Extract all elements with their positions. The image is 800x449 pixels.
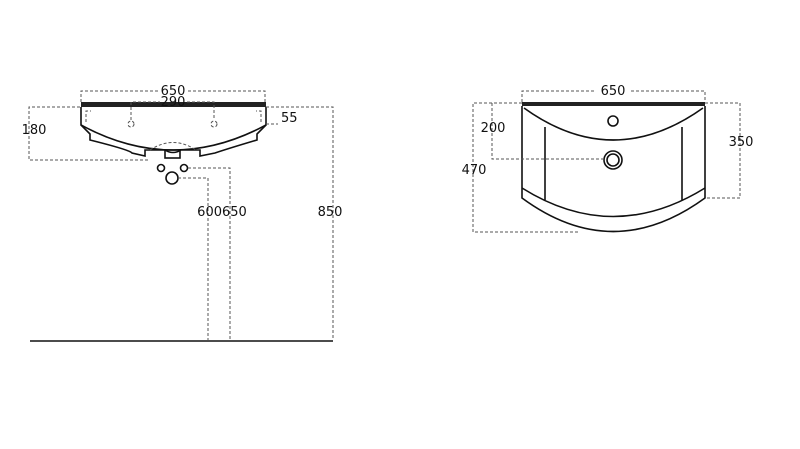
pipe-height-dimensions <box>178 167 231 340</box>
water-pipe-right-icon <box>179 163 189 173</box>
width-dimension <box>80 90 266 102</box>
drain-icon <box>603 150 623 170</box>
top-width-label: 650 <box>601 84 626 99</box>
mount-brackets <box>85 110 262 122</box>
tap-hole-icon <box>607 115 619 127</box>
front-view: 650 290 180 55 600650 850 <box>22 84 343 342</box>
basin-top-outline <box>521 106 706 233</box>
depth-dimension <box>472 102 580 233</box>
basin-front-outline <box>80 107 267 158</box>
water-pipe-left-icon <box>156 163 166 173</box>
rim-label: 55 <box>281 111 298 126</box>
drain-inner-ring <box>606 153 620 167</box>
height-dimension <box>28 106 150 161</box>
top-width-dimension <box>521 90 706 102</box>
tap-spacing-label: 290 <box>161 95 186 110</box>
drain-pipe-icon <box>165 171 179 185</box>
height-label: 180 <box>22 123 47 138</box>
install-height-dimension <box>266 106 334 340</box>
tap-spacing-dimension <box>130 101 215 120</box>
drain-depth-dimension <box>491 102 605 160</box>
bowl-side-lines <box>544 127 683 200</box>
front-rim-curve <box>521 187 706 218</box>
pipe-heights-label: 600650 <box>197 205 247 220</box>
side-depth-label: 350 <box>729 135 754 150</box>
front-width-label: 650 <box>161 84 186 99</box>
countertop-slab <box>81 102 266 107</box>
drain-depth-label: 200 <box>481 121 506 136</box>
install-height-label: 850 <box>318 205 343 220</box>
side-depth-dimension <box>705 102 741 199</box>
depth-label: 470 <box>462 163 487 178</box>
tap-hole-left <box>127 120 135 128</box>
top-view: 650 200 470 350 <box>462 84 754 233</box>
bowl-back-curve <box>523 107 704 141</box>
top-slab <box>522 102 705 106</box>
drain-outlet <box>164 149 181 159</box>
tap-hole-right <box>210 120 218 128</box>
